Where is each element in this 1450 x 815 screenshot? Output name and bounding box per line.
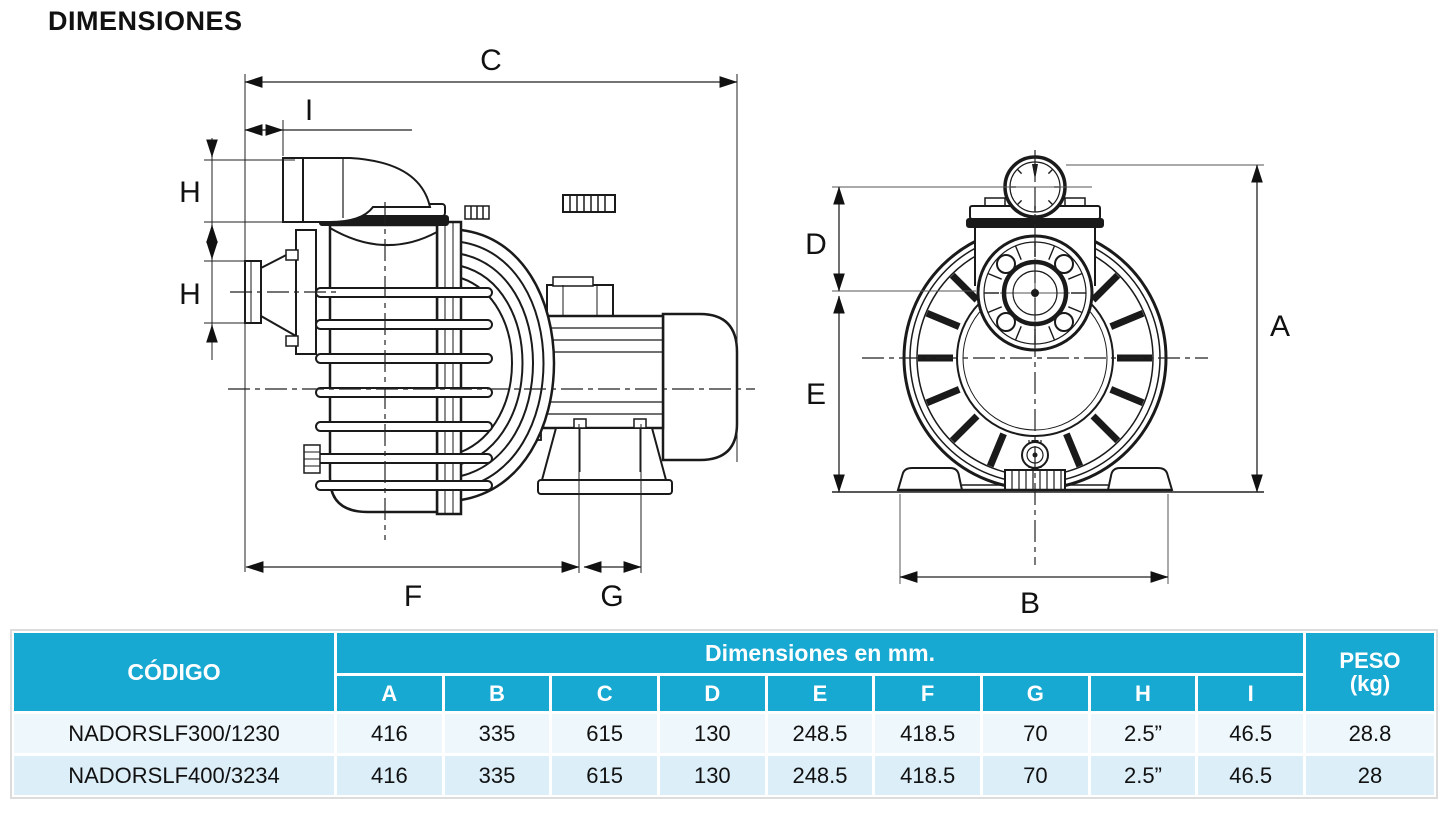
dim-label-h-bottom: H	[179, 278, 201, 311]
front-view-dimensions	[832, 164, 1264, 584]
dim-label-e: E	[806, 378, 826, 411]
peso-header-line2: (kg)	[1349, 671, 1391, 696]
dimensions-table: CÓDIGO Dimensiones en mm. PESO (kg) A B …	[10, 629, 1438, 799]
table-cell: 130	[659, 756, 765, 795]
table-cell: 418.5	[875, 756, 980, 795]
table-cell: 335	[444, 756, 550, 795]
table-cell: 70	[982, 756, 1088, 795]
col-header-f: F	[875, 676, 980, 711]
col-header-h: H	[1090, 676, 1196, 711]
col-header-c: C	[552, 676, 657, 711]
table-cell: 418.5	[875, 714, 980, 753]
col-header-b: B	[444, 676, 550, 711]
table-row-code: NADORSLF400/3234	[14, 756, 334, 795]
table-cell: 2.5”	[1090, 756, 1196, 795]
col-header-g: G	[982, 676, 1088, 711]
table-cell: 248.5	[767, 714, 873, 753]
dim-label-c: C	[480, 44, 502, 77]
table-row-code: NADORSLF300/1230	[14, 714, 334, 753]
side-view-dimensions	[204, 74, 738, 573]
col-header-d: D	[659, 676, 765, 711]
col-header-a: A	[337, 676, 442, 711]
col-header-e: E	[767, 676, 873, 711]
table-cell: 416	[337, 714, 442, 753]
table-cell: 130	[659, 714, 765, 753]
table-cell: 335	[444, 714, 550, 753]
pump-front-view	[862, 150, 1208, 565]
dim-label-h-top: H	[179, 176, 201, 209]
technical-drawing: C I H H F G	[179, 44, 1290, 620]
col-header-peso: PESO (kg)	[1305, 633, 1434, 711]
table-cell: 615	[552, 756, 657, 795]
table-cell: 248.5	[767, 756, 873, 795]
table-cell: 2.5”	[1090, 714, 1196, 753]
dim-label-a: A	[1270, 310, 1290, 343]
col-header-group: Dimensiones en mm.	[337, 633, 1303, 673]
col-header-i: I	[1198, 676, 1303, 711]
table-cell: 70	[982, 714, 1088, 753]
pump-side-view	[228, 157, 755, 540]
dim-label-d: D	[805, 228, 827, 261]
table-cell: 615	[552, 714, 657, 753]
dim-label-b: B	[1020, 587, 1040, 620]
peso-header-line1: PESO	[1339, 647, 1401, 673]
table-cell: 416	[337, 756, 442, 795]
dim-label-g: G	[600, 580, 623, 613]
table-cell-peso: 28	[1305, 756, 1434, 795]
dim-label-i: I	[305, 94, 313, 127]
table-cell: 46.5	[1198, 756, 1303, 795]
table-cell-peso: 28.8	[1305, 714, 1434, 753]
dim-label-f: F	[404, 580, 422, 613]
page-title: DIMENSIONES	[48, 6, 243, 36]
table-cell: 46.5	[1198, 714, 1303, 753]
col-header-codigo: CÓDIGO	[14, 633, 334, 711]
